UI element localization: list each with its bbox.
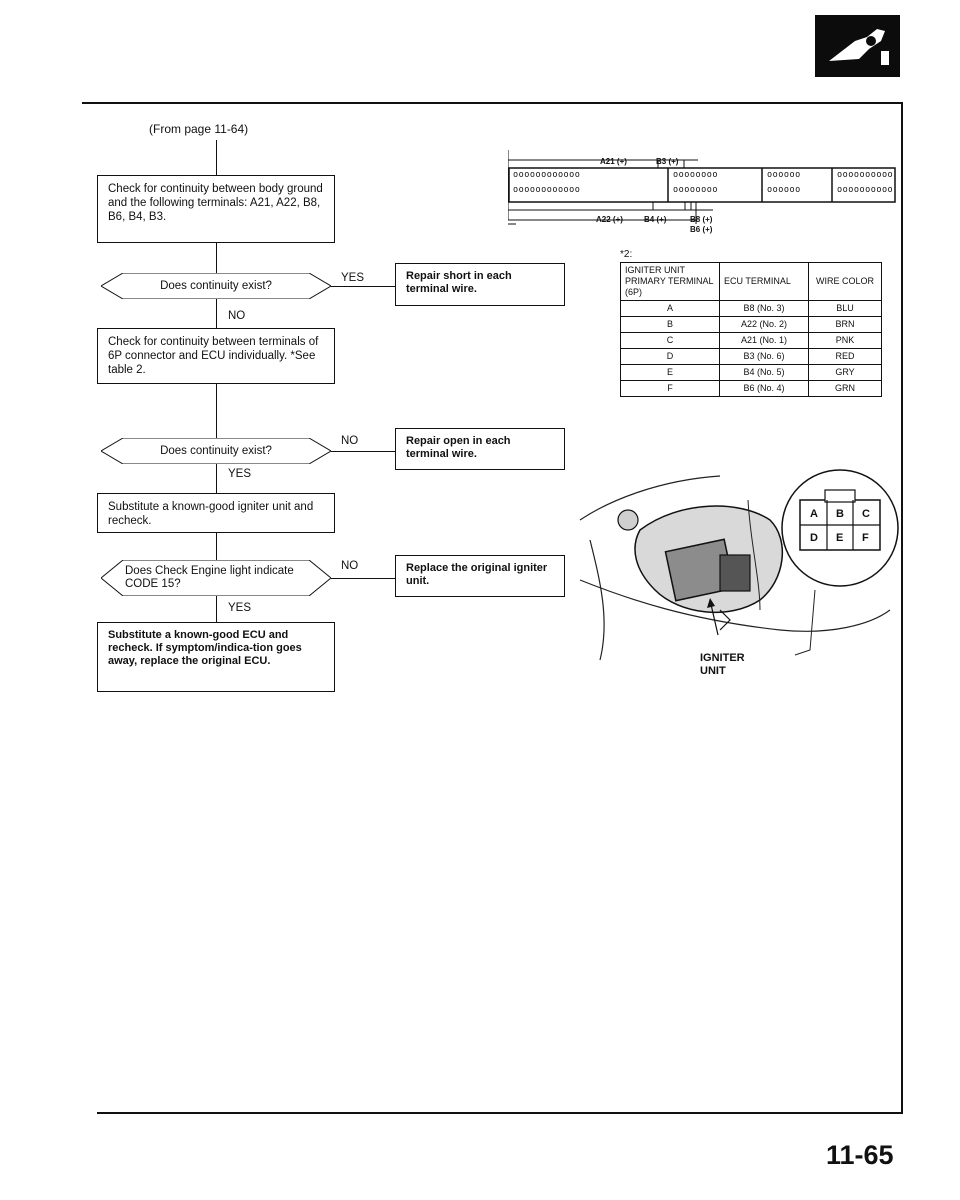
table-cell: A22 (No. 2): [719, 316, 809, 333]
decision-1-text: Does continuity exist?: [160, 279, 272, 292]
substitute-ecu-box: Substitute a known-good ECU and recheck.…: [97, 622, 335, 692]
from-page-label: (From page 11-64): [149, 122, 249, 136]
pin-row: oooooooo: [673, 170, 718, 180]
yes-label: YES: [341, 272, 365, 284]
label-a21: A21 (+): [600, 157, 627, 166]
table-cell: B: [620, 316, 720, 333]
table-cell: A: [620, 300, 720, 317]
table-cell: A21 (No. 1): [719, 332, 809, 349]
repair-open-box: Repair open in each terminal wire.: [395, 428, 565, 470]
table-header: ECU TERMINAL: [719, 262, 809, 301]
flow-connector: [331, 451, 396, 452]
decision-3-text: Does Check Engine light indicate CODE 15…: [125, 565, 294, 590]
flow-connector: [331, 286, 396, 287]
no-label: NO: [341, 560, 359, 572]
pin-row: oooooooooooo: [513, 185, 581, 195]
pin-row: oooooo: [767, 170, 801, 180]
label-b6: B6 (+): [690, 225, 713, 234]
flow-connector: [216, 243, 217, 273]
ecu-connector-diagram: A21 (+) B3 (+) A22 (+) B4 (+) B8 (+) B6 …: [508, 150, 898, 234]
pin-row: oooooooooooo: [513, 170, 581, 180]
table-cell: B6 (No. 4): [719, 380, 809, 397]
check-terminals-box: Check for continuity between terminals o…: [97, 328, 335, 384]
table-cell: GRN: [808, 380, 882, 397]
check-body-ground-box: Check for continuity between body ground…: [97, 175, 335, 243]
table-header: IGNITER UNIT PRIMARY TERMINAL (6P): [620, 262, 720, 301]
table-cell: F: [620, 380, 720, 397]
pin-row: oooooooooo: [837, 185, 894, 195]
repair-short-box: Repair short in each terminal wire.: [395, 263, 565, 306]
label-b8: B8 (+): [690, 215, 713, 224]
section-badge-icon: [815, 15, 900, 77]
pin-label-f: F: [862, 532, 869, 544]
igniter-unit-illustration: A B C D E F: [570, 460, 900, 690]
page-frame-top: [82, 102, 902, 104]
pin-row: oooooo: [767, 185, 801, 195]
page-frame-right: [901, 102, 903, 1114]
decision-2: Does continuity exist?: [101, 438, 331, 464]
table-cell: D: [620, 348, 720, 365]
pin-label-a: A: [810, 508, 818, 520]
table-cell: BLU: [808, 300, 882, 317]
igniter-caption-line2: UNIT: [700, 665, 726, 677]
table-cell: GRY: [808, 364, 882, 381]
table-cell: C: [620, 332, 720, 349]
pin-row: oooooooooo: [837, 170, 894, 180]
table-cell: B4 (No. 5): [719, 364, 809, 381]
table-cell: B3 (No. 6): [719, 348, 809, 365]
replace-igniter-box: Replace the original igniter unit.: [395, 555, 565, 597]
no-label: NO: [341, 435, 359, 447]
table-note: *2:: [620, 249, 633, 260]
flow-connector: [216, 596, 217, 624]
yes-label: YES: [228, 602, 252, 614]
terminal-table: IGNITER UNIT PRIMARY TERMINAL (6P) ECU T…: [620, 262, 882, 397]
flow-connector: [216, 384, 217, 439]
table-cell: BRN: [808, 316, 882, 333]
label-b4: B4 (+): [644, 215, 667, 224]
flow-connector: [216, 464, 217, 494]
pin-row: oooooooo: [673, 185, 718, 195]
flow-connector: [216, 299, 217, 329]
flow-connector: [216, 140, 217, 180]
pin-label-c: C: [862, 508, 870, 520]
decision-2-text: Does continuity exist?: [160, 444, 272, 457]
table-header: WIRE COLOR: [808, 262, 882, 301]
page-frame-bottom: [97, 1112, 903, 1114]
substitute-igniter-box: Substitute a known-good igniter unit and…: [97, 493, 335, 533]
table-cell: RED: [808, 348, 882, 365]
label-b3: B3 (+): [656, 157, 679, 166]
table-header-row: IGNITER UNIT PRIMARY TERMINAL (6P) ECU T…: [620, 262, 882, 301]
flow-connector: [216, 533, 217, 561]
flow-connector: [331, 578, 396, 579]
pin-label-d: D: [810, 532, 818, 544]
table-cell: E: [620, 364, 720, 381]
table-cell: B8 (No. 3): [719, 300, 809, 317]
label-a22: A22 (+): [596, 215, 623, 224]
no-label: NO: [228, 310, 246, 322]
table-cell: PNK: [808, 332, 882, 349]
page-number: 11-65: [826, 1140, 894, 1170]
pin-label-b: B: [836, 508, 844, 520]
decision-1: Does continuity exist?: [101, 273, 331, 299]
yes-label: YES: [228, 468, 252, 480]
decision-3: Does Check Engine light indicate CODE 15…: [101, 560, 331, 596]
pin-label-e: E: [836, 532, 844, 544]
igniter-caption-line1: IGNITER: [700, 652, 745, 664]
